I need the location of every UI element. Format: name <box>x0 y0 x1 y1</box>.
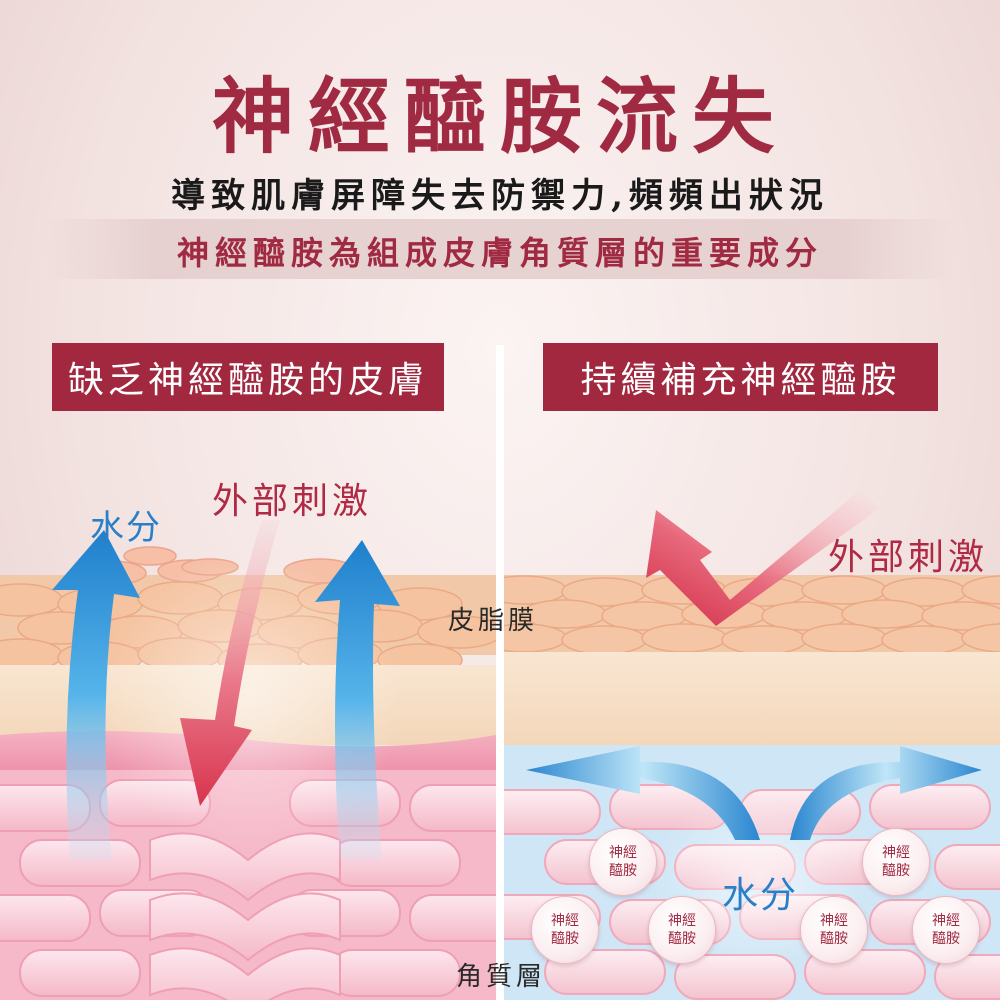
left-skin <box>0 546 496 1000</box>
ceramide-badge: 神經醯胺 <box>800 896 868 964</box>
ceramide-badge: 神經醯胺 <box>862 828 930 896</box>
ceramide-badge: 神經醯胺 <box>648 896 716 964</box>
stimulus-arrow-left <box>180 520 280 806</box>
water-arrow-left-2 <box>315 540 400 860</box>
stimulus-arrow-right <box>646 490 880 626</box>
sebum-film-label: 皮脂膜 <box>448 606 539 636</box>
page-title: 神經醯胺流失 <box>211 69 788 165</box>
left-stimulus-label: 外部刺激 <box>212 481 373 522</box>
water-arrow-right-right <box>790 746 982 840</box>
water-arrow-left-1 <box>52 530 140 860</box>
water-arrow-right-left <box>526 746 760 840</box>
highlight-text: 神經醯胺為組成皮膚角質層的重要成分 <box>176 234 823 272</box>
stratum-corneum-label: 角質層 <box>456 962 547 992</box>
left-panel-title: 缺乏神經醯胺的皮膚 <box>52 343 444 411</box>
ceramide-badge: 神經醯胺 <box>531 896 599 964</box>
subtitle: 導致肌膚屏障失去防禦力,頻頻出狀況 <box>171 176 829 216</box>
right-water-label: 水分 <box>722 875 799 916</box>
panel-divider <box>496 345 504 1000</box>
right-stimulus-label: 外部刺激 <box>828 537 989 578</box>
highlight-band <box>45 219 955 279</box>
right-panel-title: 持續補充神經醯胺 <box>543 343 938 411</box>
ceramide-badge: 神經醯胺 <box>912 896 980 964</box>
left-water-label: 水分 <box>90 508 162 548</box>
ceramide-badge: 神經醯胺 <box>589 828 657 896</box>
